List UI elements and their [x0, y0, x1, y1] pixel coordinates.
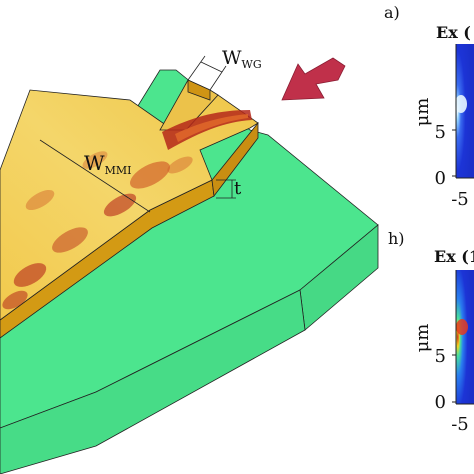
mode-a-plot — [456, 44, 474, 178]
w-mmi-label: WMMI — [84, 151, 131, 177]
field-spot — [52, 227, 88, 253]
panel-h-xtick: -5 — [451, 414, 469, 435]
panel-a-title: Ex ( — [436, 23, 471, 42]
panel-h-letter: h) — [388, 229, 405, 248]
dim-wmmi: WMMI — [39, 139, 151, 213]
substrate-front-face — [0, 289, 306, 474]
field-spot — [103, 193, 137, 217]
dim-wwg: WWG — [187, 47, 262, 91]
field-spot — [25, 189, 55, 211]
mode-h-spot — [456, 319, 468, 335]
substrate-slab — [0, 69, 379, 474]
panel-a-xtick: -5 — [451, 189, 469, 210]
field-input-beam-core — [175, 114, 248, 142]
panel-h-ytick-5: 5 — [435, 346, 446, 367]
panel-a-ytick-5: 5 — [435, 122, 446, 143]
field-spot — [167, 156, 193, 174]
field-spot — [82, 151, 108, 169]
t-label: t — [234, 178, 242, 199]
panel-a-yunit: μm — [412, 98, 433, 127]
panel-h: h) Ex (1 5 0 -5 μm — [388, 229, 474, 435]
w-wg-label: WWG — [222, 47, 262, 71]
dim-t: t — [216, 178, 242, 199]
panel-h-title: Ex (1 — [434, 247, 474, 266]
field-spot — [130, 161, 170, 189]
panel-a: a) Ex ( 5 0 -5 μm — [384, 3, 474, 210]
field-pattern — [2, 110, 252, 310]
input-waveguide-end-face — [187, 79, 211, 101]
panel-h-ytick-0: 0 — [435, 392, 446, 413]
panel-h-yunit: μm — [412, 324, 433, 353]
panel-a-letter: a) — [384, 3, 400, 22]
waveguide-side-face — [211, 121, 259, 198]
field-spot — [13, 263, 47, 287]
input-arrow — [281, 57, 346, 101]
panel-a-ytick-0: 0 — [435, 168, 446, 189]
field-spot — [2, 290, 28, 310]
mode-a-spot — [455, 95, 467, 113]
mode-h-plot — [456, 270, 474, 404]
